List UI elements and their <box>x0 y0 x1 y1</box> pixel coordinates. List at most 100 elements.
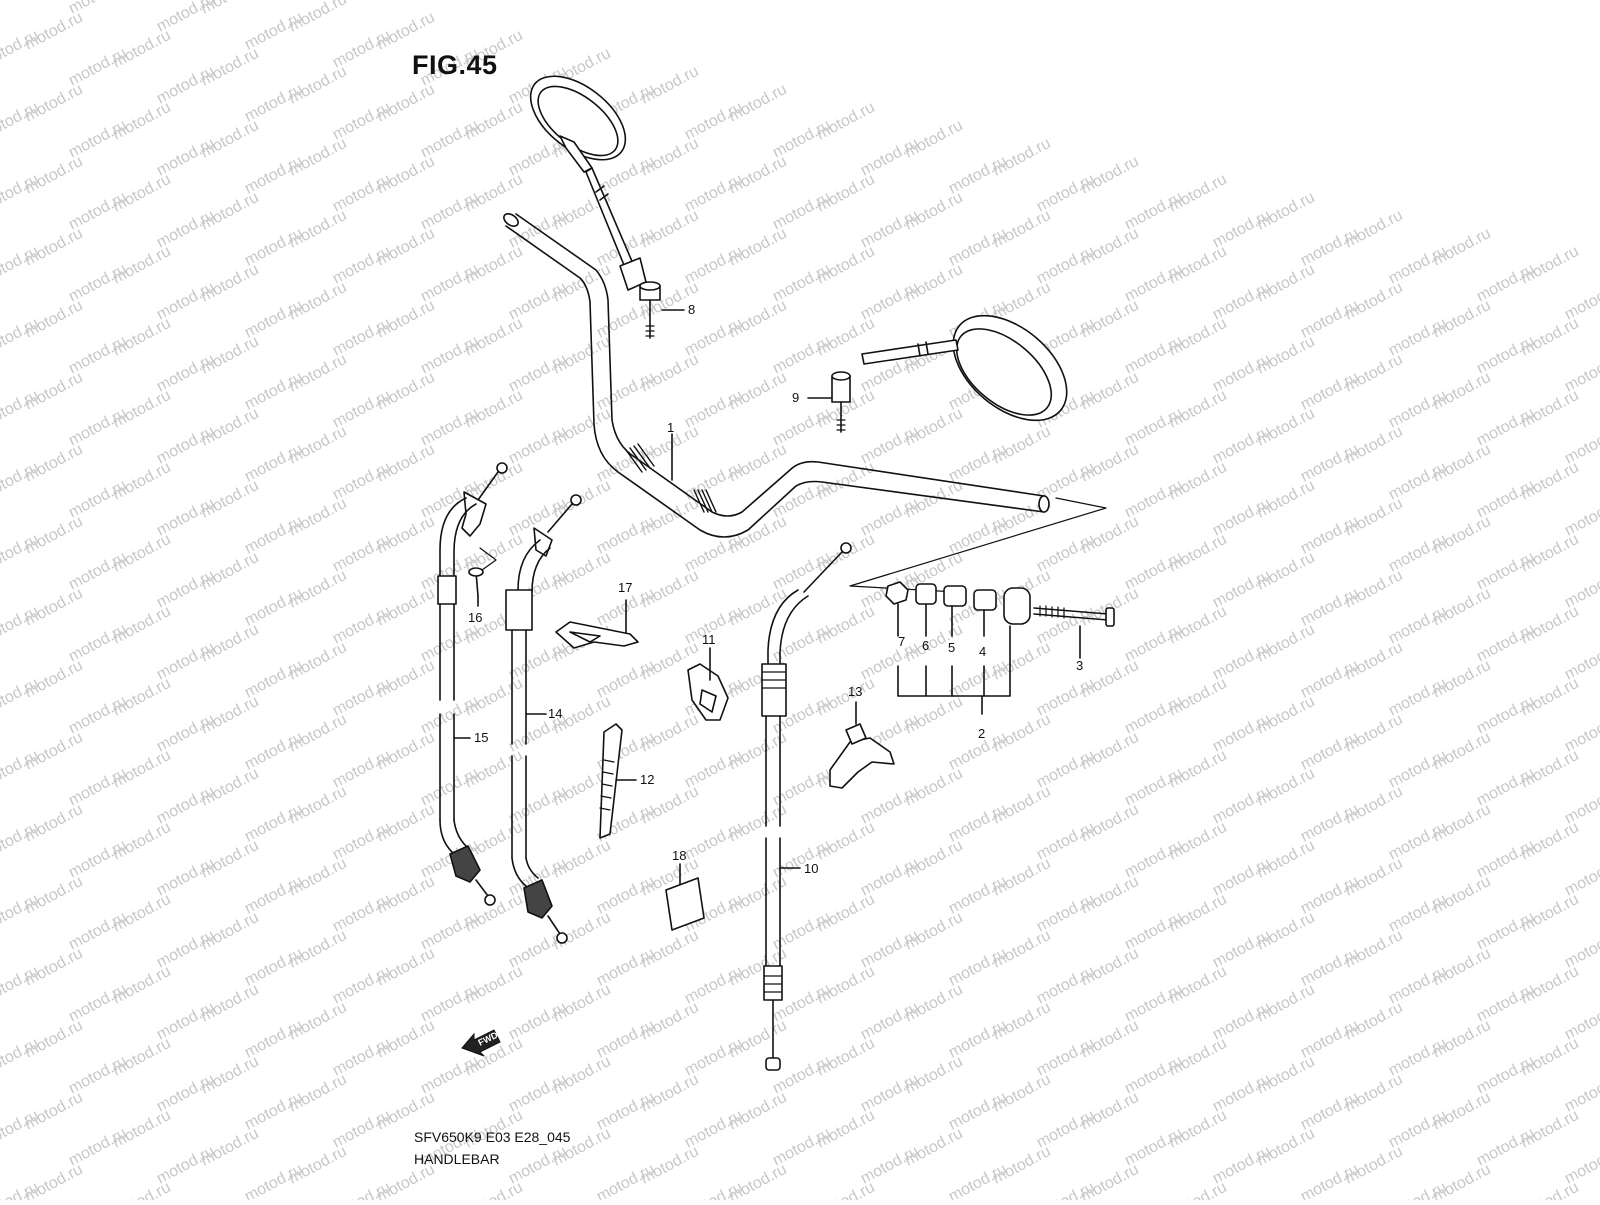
guide11-slot <box>699 689 717 713</box>
cable-clamp-13 <box>829 701 895 789</box>
figure-name: HANDLEBAR <box>414 1151 500 1167</box>
cable15-end-wire <box>475 879 489 897</box>
watermark-text: motod.ru <box>1386 1179 1450 1200</box>
cable-guide-11 <box>687 647 729 721</box>
handlebar-end-right <box>1038 495 1050 513</box>
watermark-text: motod.ru <box>1562 855 1600 900</box>
callout-16: 16 <box>468 610 482 625</box>
watermark-text: motod.ru <box>1562 279 1600 324</box>
handlebar-knurl-right <box>693 489 717 513</box>
cable10-adjuster-thread <box>761 671 787 689</box>
cable15-upper-run <box>439 603 455 701</box>
callout-14: 14 <box>548 706 562 721</box>
clamp13-tab <box>845 723 867 745</box>
handlebar-end-left <box>503 213 519 227</box>
screw-3-thread <box>1039 605 1065 619</box>
throttle-cable-14 <box>505 494 582 944</box>
watermark-text: motod.ru <box>1518 1179 1582 1200</box>
callout-9: 9 <box>792 390 799 405</box>
mirror-left <box>529 75 685 339</box>
cable10-inner-wire <box>803 551 843 593</box>
spacer-6 <box>915 583 937 605</box>
watermark-text: motod.ru <box>1562 351 1600 396</box>
watermark-text: motod.ru <box>1562 495 1600 540</box>
label-18 <box>665 863 705 931</box>
nut-7 <box>885 581 909 605</box>
callout-18: 18 <box>672 848 686 863</box>
mirror-right-glass-inner <box>955 328 1053 416</box>
callout-10: 10 <box>804 861 818 876</box>
handlebar-knurl-left <box>625 443 655 473</box>
screw-3-head <box>1105 607 1115 627</box>
watermark-text: motod.ru <box>1562 423 1600 468</box>
cable14-lower-run <box>511 755 527 859</box>
throttle-cable-15 <box>437 462 508 906</box>
cable14-end-nipple <box>556 932 568 944</box>
cable14-adjuster <box>505 589 533 631</box>
cable10-lower-fitting-thread <box>763 975 783 993</box>
watermark-text: motod.ru <box>594 1161 658 1200</box>
cable14-inner-wire <box>547 503 573 533</box>
cable15-adjuster <box>437 575 457 605</box>
callout-13: 13 <box>848 684 862 699</box>
callout-1: 1 <box>667 420 674 435</box>
watermark-text: motod.ru <box>1562 567 1600 612</box>
band12-teeth <box>599 759 615 811</box>
cable14-end-ball <box>570 494 582 506</box>
watermark-text: motod.ru <box>1166 1179 1230 1200</box>
cable15-lower-curve <box>439 819 467 853</box>
cable10-upper-run <box>765 715 781 827</box>
leaders-balancer <box>897 603 1081 715</box>
screw-16-projection <box>479 547 497 571</box>
cable14-lower-fitting <box>523 879 553 919</box>
watermark-text: motod.ru <box>330 1179 394 1200</box>
watermark-text: motod.ru <box>242 1161 306 1200</box>
watermark-text: motod.ru <box>814 1179 878 1200</box>
screw-16-head <box>468 567 484 577</box>
watermark-text: motod.ru <box>1562 1071 1600 1116</box>
cable10-end-ball <box>840 542 852 554</box>
mirror-left-stem-ring <box>595 185 609 201</box>
handlebar-tube-top <box>515 213 1045 517</box>
cable10-end-nipple <box>765 1057 781 1071</box>
cable15-fitting <box>461 491 487 537</box>
weight-2 <box>1003 587 1031 625</box>
watermark-text: motod.ru <box>462 1179 526 1200</box>
mirror-left-base-top <box>639 281 661 291</box>
cable14-upper-run <box>511 629 527 745</box>
guide17-inner <box>569 631 601 643</box>
callout-3: 3 <box>1076 658 1083 673</box>
watermark-text: motod.ru <box>682 1179 746 1200</box>
mirror-right-base-top <box>831 371 851 381</box>
watermark-text: motod.ru <box>1562 1143 1600 1188</box>
callout-7: 7 <box>898 634 905 649</box>
watermark-text: motod.ru <box>1034 1179 1098 1200</box>
figure-code: SFV650K9 E03 E28_045 <box>414 1129 571 1145</box>
cable15-lower-run <box>439 713 455 821</box>
callout-8: 8 <box>688 302 695 317</box>
cable10-lower-run <box>765 837 781 967</box>
mirror-left-glass <box>529 75 627 161</box>
handlebar-tube-bottom <box>505 225 1045 538</box>
fwd-arrow-shape <box>461 1029 501 1057</box>
label18-sheet <box>665 877 705 931</box>
cable-guide-17 <box>555 599 639 649</box>
cable15-upper-curve <box>439 497 477 593</box>
watermark-text: motod.ru <box>1298 1161 1362 1200</box>
watermark-text: motod.ru <box>946 1161 1010 1200</box>
callout-12: 12 <box>640 772 654 787</box>
mirror-right-stem-ring <box>917 341 929 357</box>
cable14-upper-curve <box>517 539 551 593</box>
cable15-end-ball <box>496 462 508 474</box>
spacer-4 <box>973 589 997 611</box>
cable10-upper-curve <box>767 589 809 665</box>
watermark-text: motod.ru <box>110 1179 174 1200</box>
figure-title: FIG.45 <box>412 50 498 80</box>
mirror-right-stem <box>861 339 959 365</box>
callout-11: 11 <box>702 632 716 647</box>
cable14-lower-curve <box>511 857 539 887</box>
callout-labels: 1 2 3 4 5 6 7 8 9 10 11 12 13 14 15 16 1… <box>468 302 1083 876</box>
